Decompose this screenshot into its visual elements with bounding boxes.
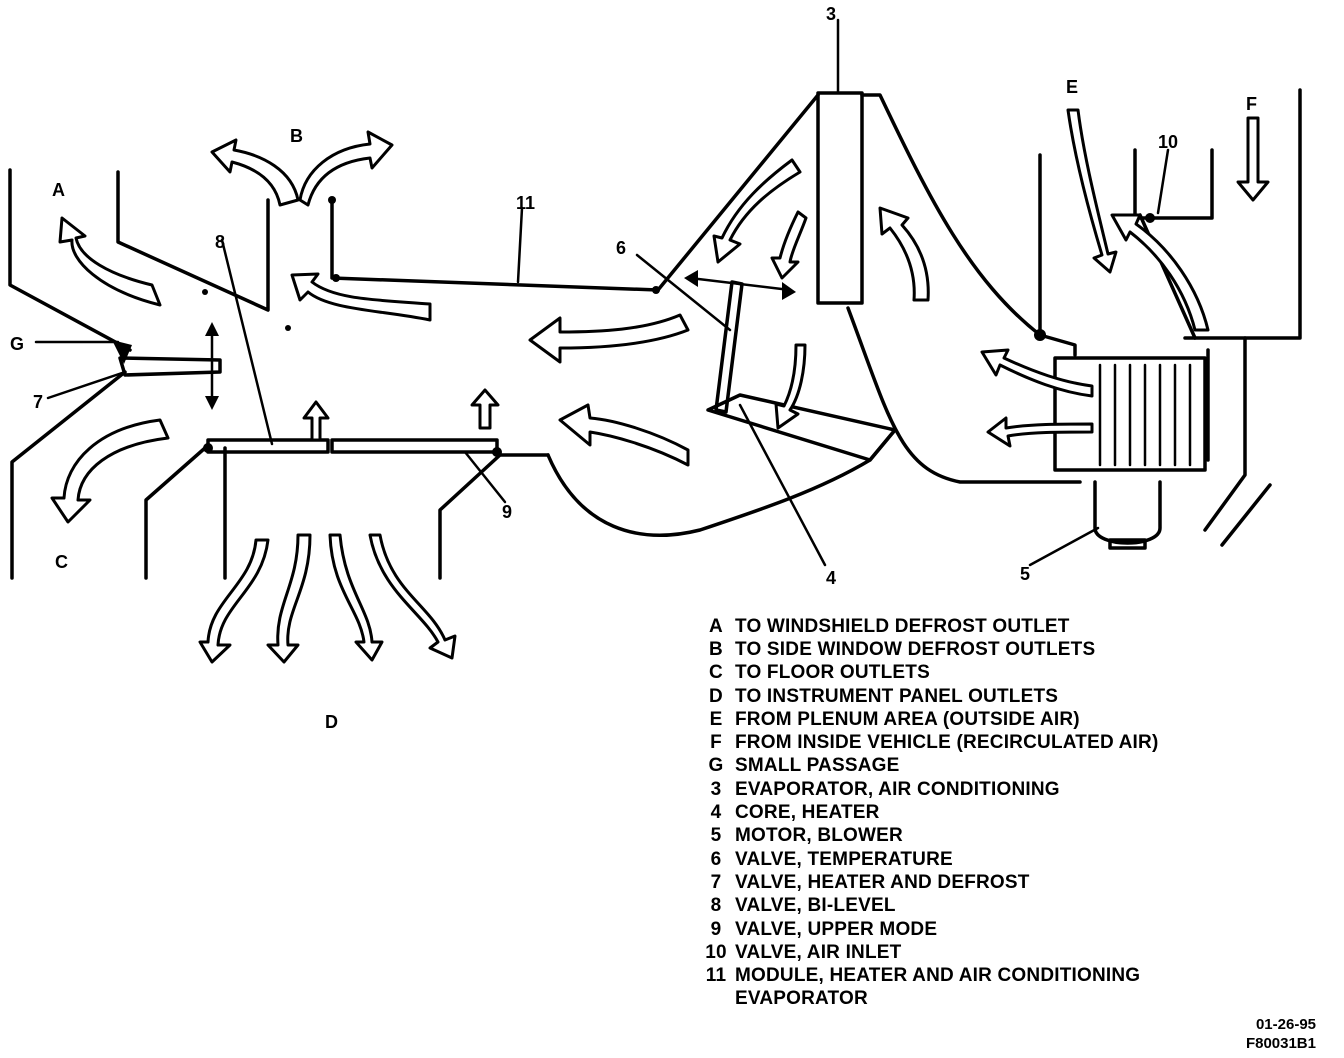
blower-assembly [1028, 356, 1207, 567]
label-9: 9 [502, 502, 512, 522]
legend-key: D [709, 685, 723, 707]
label-6: 6 [616, 238, 626, 258]
legend-desc: VALVE, AIR INLET [735, 941, 902, 963]
legend-item-continuation: EVAPORATOR [697, 988, 1159, 1011]
legend-desc: EVAPORATOR [735, 988, 868, 1010]
label-7: 7 [33, 392, 43, 412]
figure-code: 01-26-95 F80031B1 [1246, 1015, 1316, 1053]
legend-key: A [709, 615, 723, 637]
legend-item: 10 VALVE, AIR INLET [697, 941, 1159, 964]
label-5: 5 [1020, 564, 1030, 584]
legend-item: A TO WINDSHIELD DEFROST OUTLET [697, 615, 1159, 638]
legend-item: 11 MODULE, HEATER AND AIR CONDITIONING [697, 964, 1159, 987]
evaporator-core [816, 91, 864, 305]
legend-item: B TO SIDE WINDOW DEFROST OUTLETS [697, 638, 1159, 661]
legend-desc: SMALL PASSAGE [735, 755, 900, 777]
legend-key: G [708, 755, 724, 777]
legend-desc: TO SIDE WINDOW DEFROST OUTLETS [735, 638, 1096, 660]
heater-defrost-valve [118, 356, 222, 377]
legend-key: B [709, 638, 723, 660]
module-housing [8, 88, 1302, 580]
figure-ref: F80031B1 [1245, 1035, 1316, 1052]
legend-desc: MOTOR, BLOWER [735, 825, 903, 847]
legend-key: 9 [710, 918, 722, 940]
legend-key: 7 [710, 871, 722, 893]
legend-item: 6 VALVE, TEMPERATURE [697, 848, 1159, 871]
label-11: 11 [516, 193, 535, 213]
legend-item: 3 EVAPORATOR, AIR CONDITIONING [697, 778, 1159, 801]
legend-item: C TO FLOOR OUTLETS [697, 662, 1159, 685]
legend-key: F [710, 732, 722, 754]
label-g: G [10, 334, 24, 354]
label-e: E [1066, 77, 1078, 97]
legend-key: 6 [710, 848, 722, 870]
legend-key: 10 [705, 941, 727, 963]
figure-date: 01-26-95 [1255, 1016, 1316, 1033]
label-a: A [52, 180, 65, 200]
legend-desc: VALVE, BI-LEVEL [735, 895, 896, 917]
legend-desc: EVAPORATOR, AIR CONDITIONING [735, 778, 1060, 800]
legend-key: C [709, 662, 723, 684]
label-f: F [1246, 94, 1257, 114]
label-4: 4 [826, 568, 836, 588]
legend-desc: MODULE, HEATER AND AIR CONDITIONING [735, 965, 1141, 987]
legend-item: 7 VALVE, HEATER AND DEFROST [697, 871, 1159, 894]
label-10: 10 [1158, 132, 1178, 152]
legend-key: E [709, 708, 723, 730]
legend-item: D TO INSTRUMENT PANEL OUTLETS [697, 685, 1159, 708]
legend-item: E FROM PLENUM AREA (OUTSIDE AIR) [697, 708, 1159, 731]
label-c: C [55, 552, 68, 572]
legend-desc: FROM PLENUM AREA (OUTSIDE AIR) [735, 708, 1080, 730]
heater-core [706, 393, 897, 462]
legend-key: 3 [710, 778, 722, 800]
label-d: D [325, 712, 338, 732]
legend-item: 4 CORE, HEATER [697, 801, 1159, 824]
legend-desc: CORE, HEATER [735, 802, 880, 824]
label-8: 8 [215, 232, 225, 252]
legend-key: 8 [710, 895, 722, 917]
legend-item: F FROM INSIDE VEHICLE (RECIRCULATED AIR) [697, 731, 1159, 754]
legend-desc: TO INSTRUMENT PANEL OUTLETS [735, 685, 1059, 707]
legend-desc: VALVE, HEATER AND DEFROST [735, 871, 1030, 893]
legend-item: 8 VALVE, BI-LEVEL [697, 895, 1159, 918]
legend-item: 9 VALVE, UPPER MODE [697, 918, 1159, 941]
legend-key: 4 [710, 802, 722, 824]
legend-desc: TO FLOOR OUTLETS [735, 662, 930, 684]
temperature-valve [714, 280, 744, 414]
airflow-arrows [50, 108, 1270, 664]
legend-key: 11 [705, 965, 727, 987]
legend-desc: VALVE, UPPER MODE [735, 918, 938, 940]
legend-desc: TO WINDSHIELD DEFROST OUTLET [735, 615, 1070, 637]
legend-key: 5 [710, 825, 722, 847]
legend: A TO WINDSHIELD DEFROST OUTLET B TO SIDE W… [697, 615, 1159, 1011]
legend-item: 5 MOTOR, BLOWER [697, 825, 1159, 848]
legend-desc: VALVE, TEMPERATURE [735, 848, 953, 870]
diagram-labels: A B C D E F G 3 4 5 6 7 8 9 10 11 [10, 4, 1257, 732]
legend-desc: FROM INSIDE VEHICLE (RECIRCULATED AIR) [735, 732, 1159, 754]
upper-mode-valve [330, 438, 499, 454]
legend-item: G SMALL PASSAGE [697, 755, 1159, 778]
label-3: 3 [826, 4, 836, 24]
label-b: B [290, 126, 303, 146]
